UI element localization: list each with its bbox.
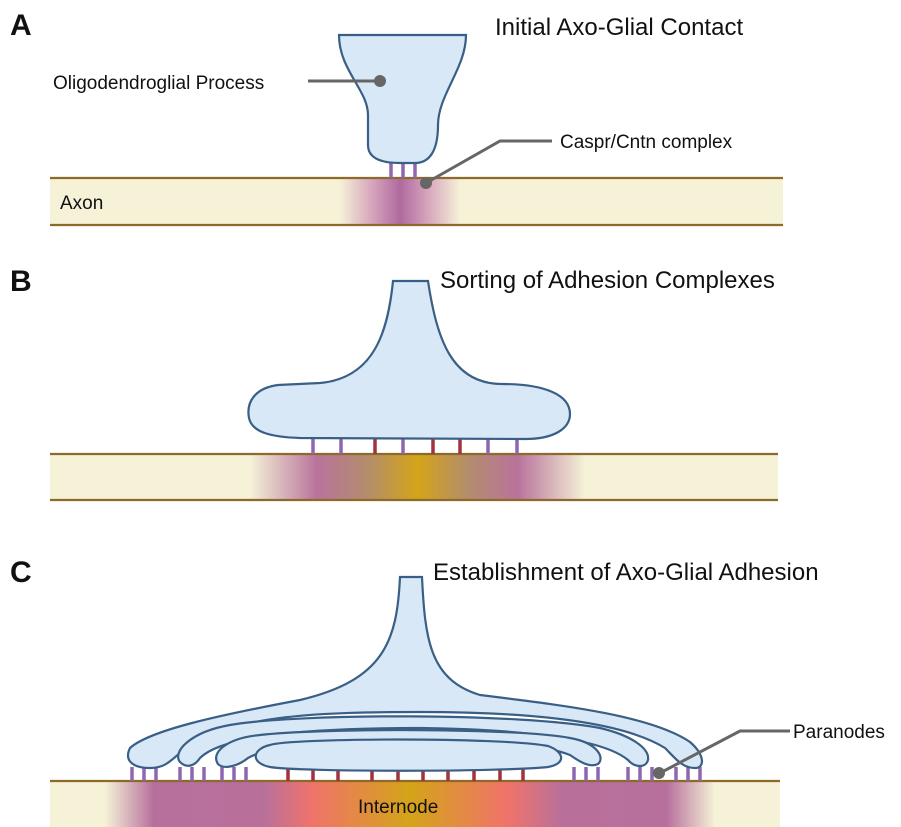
oligodendroglial-process-label: Oligodendroglial Process xyxy=(53,73,264,94)
paranodes-label: Paranodes xyxy=(793,722,885,743)
caspr-cntn-complex-label: Caspr/Cntn complex xyxy=(560,132,733,153)
caspr-cntn-sticks-a xyxy=(391,162,415,178)
myelin-inner-loop xyxy=(256,740,561,771)
panel-b-letter: B xyxy=(10,265,32,298)
internode-label: Internode xyxy=(358,797,438,818)
panel-c-title: Establishment of Axo-Glial Adhesion xyxy=(433,559,819,586)
panel-b: B Sorting of Adhesion Complexes xyxy=(10,265,778,500)
panel-b-title: Sorting of Adhesion Complexes xyxy=(440,267,775,294)
panel-a-title: Initial Axo-Glial Contact xyxy=(495,14,743,41)
panel-b-axon xyxy=(50,454,778,500)
panel-a-axon xyxy=(50,178,783,225)
panel-c: C Establishment of Axo-Glial Adhesion In… xyxy=(10,556,885,827)
internode-sticks-b xyxy=(375,438,460,454)
oligodendroglial-process-a xyxy=(339,35,466,163)
oligodendroglial-process-b xyxy=(248,281,570,439)
axon-label: Axon xyxy=(60,193,103,214)
panel-c-letter: C xyxy=(10,556,32,589)
caspr-cntn-sticks-b xyxy=(313,438,517,454)
panel-a: A Initial Axo-Glial Contact Axon Oligode… xyxy=(10,9,783,225)
panel-a-letter: A xyxy=(10,9,32,42)
